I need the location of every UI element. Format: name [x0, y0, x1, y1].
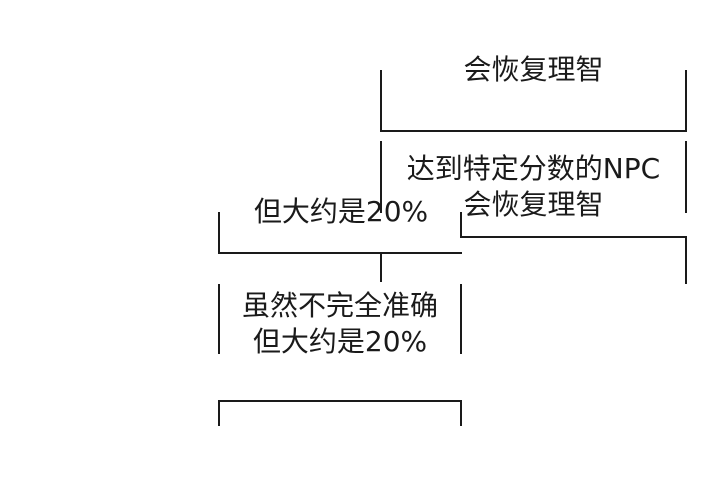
- panel-border-segment: [380, 252, 382, 282]
- panel-border-segment: [460, 212, 462, 238]
- panel-text: 但大约是20%: [253, 195, 429, 228]
- panel-fragment-left-middle: 但大约是20%: [218, 195, 462, 254]
- panel-text-line-1: 虽然不完全准确: [241, 289, 438, 322]
- panel-border-segment: [460, 236, 687, 284]
- panel-fragment-bottom: [218, 400, 462, 426]
- panel-fragment-center-left: 虽然不完全准确 但大约是20%: [218, 284, 462, 358]
- panel-text-line-2: 但大约是20%: [252, 325, 428, 358]
- panel-fragment-right: 达到特定分数的NPC 会恢复理智: [380, 141, 687, 221]
- panel-text-line-2: 会恢复理智: [463, 188, 604, 221]
- panel-text-line-1: 达到特定分数的NPC: [406, 152, 661, 185]
- panel-text: 会恢复理智: [463, 53, 604, 86]
- panel-fragment-top-right: 会恢复理智: [380, 53, 687, 132]
